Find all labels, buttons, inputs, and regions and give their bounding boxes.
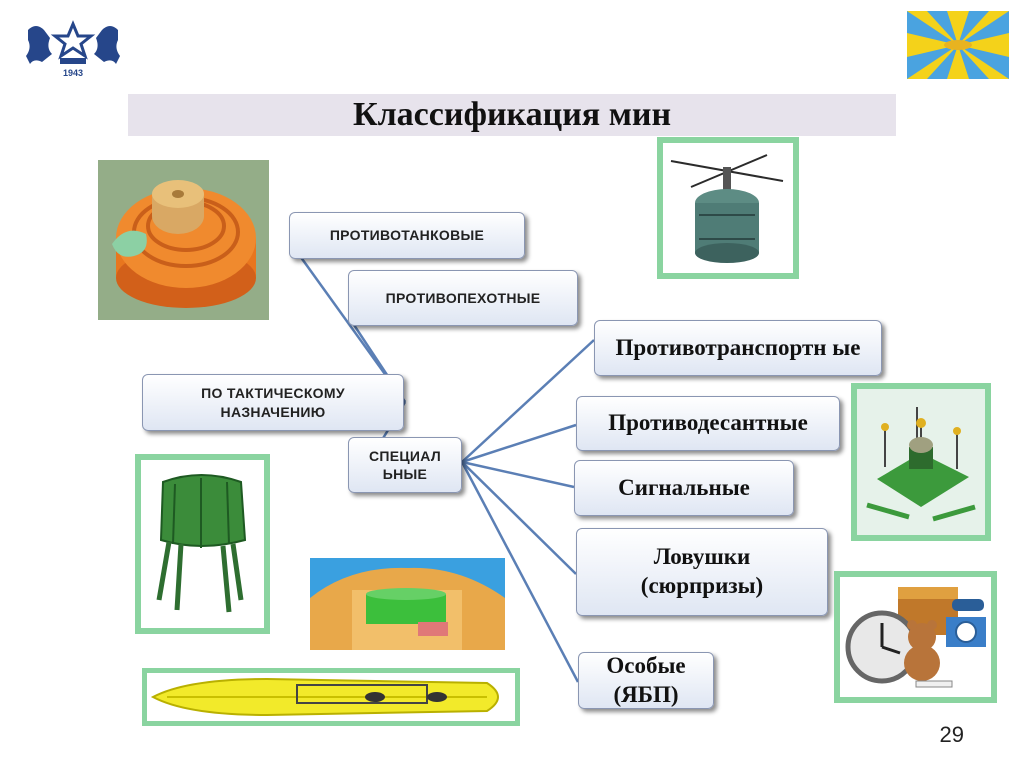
- logo-year: 1943: [62, 68, 84, 78]
- node-root-label: ПО ТАКТИЧЕСКОМУ НАЗНАЧЕНИЮ: [201, 385, 345, 420]
- signal-mine-image: [851, 383, 991, 541]
- antitank-mine-image: [98, 160, 269, 320]
- connector-special-antilanding: [461, 423, 577, 464]
- connector-special-signal: [461, 460, 575, 489]
- node-nuclear-label: Особые (ЯБП): [606, 652, 686, 707]
- node-nuclear: Особые (ЯБП): [578, 652, 714, 709]
- node-antipersonnel-label: ПРОТИВОПЕХОТНЫЕ: [385, 289, 541, 306]
- connector-special-traps: [461, 461, 577, 575]
- node-special-label: СПЕЦИАЛ ЬНЫЕ: [368, 447, 441, 482]
- node-antilanding-label: Противодесантные: [608, 410, 808, 436]
- tilt-rod-mine-image: [657, 137, 799, 279]
- node-special: СПЕЦИАЛ ЬНЫЕ: [348, 437, 462, 493]
- university-logo: 1943: [22, 18, 124, 82]
- node-signal-label: Сигнальные: [618, 474, 750, 500]
- directional-mine-image: [135, 454, 270, 634]
- node-root: ПО ТАКТИЧЕСКОМУ НАЗНАЧЕНИЮ: [142, 374, 404, 431]
- air-force-flag: [907, 11, 1009, 79]
- node-antitank-label: ПРОТИВОТАНКОВЫЕ: [329, 227, 485, 244]
- connector-special-antitransport: [461, 339, 595, 463]
- node-antitransport-label: Противотранспортн ые: [615, 334, 861, 360]
- node-traps: Ловушки (сюрпризы): [576, 528, 828, 616]
- node-traps-label: Ловушки (сюрпризы): [640, 544, 764, 598]
- connector-special-special: [460, 461, 580, 683]
- title-bar: [128, 94, 896, 136]
- page-number: 29: [939, 722, 964, 747]
- booby-traps-image: [834, 571, 997, 703]
- node-signal: Сигнальные: [574, 460, 794, 516]
- node-antitank: ПРОТИВОТАНКОВЫЕ: [289, 212, 525, 259]
- page-title: Классификация мин: [352, 96, 672, 133]
- sea-mine-image: [142, 668, 520, 726]
- buried-mine-image: [310, 558, 505, 650]
- node-antitransport: Противотранспортн ые: [594, 320, 882, 376]
- node-antipersonnel: ПРОТИВОПЕХОТНЫЕ: [348, 270, 578, 326]
- node-antilanding: Противодесантные: [576, 396, 840, 451]
